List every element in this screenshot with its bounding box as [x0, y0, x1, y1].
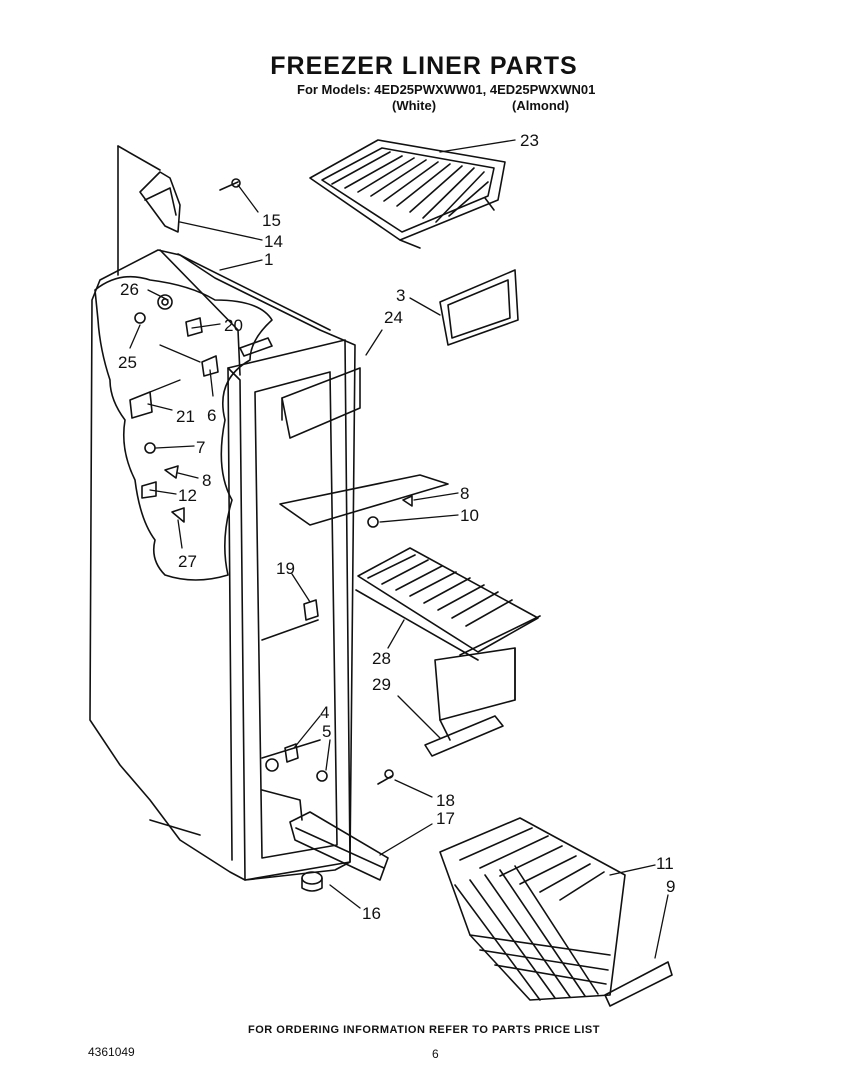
callout-6: 6: [207, 406, 216, 425]
freezer-liner-body: [89, 145, 516, 881]
basket-rail: [604, 961, 673, 1007]
callout-numbers: 23 15 14 1 26 20 25 3 24 21 6 7 8 12 27 …: [118, 131, 675, 923]
callout-12: 12: [178, 486, 197, 505]
shelf-rail: [424, 715, 504, 757]
callout-8: 8: [202, 471, 211, 490]
callout-8-right: 8: [460, 484, 469, 503]
callout-24: 24: [384, 308, 403, 327]
callout-14: 14: [264, 232, 283, 251]
callout-16: 16: [362, 904, 381, 923]
variant-almond: (Almond): [512, 98, 570, 113]
wire-basket: [439, 817, 626, 1001]
callout-18: 18: [436, 791, 455, 810]
callout-4: 4: [320, 703, 329, 722]
ordering-note: FOR ORDERING INFORMATION REFER TO PARTS …: [248, 1024, 600, 1036]
wire-shelf: [355, 547, 541, 661]
callout-29: 29: [372, 675, 391, 694]
callout-28: 28: [372, 649, 391, 668]
bracket-assembly: [139, 171, 241, 233]
callout-20: 20: [224, 316, 243, 335]
top-shelf-grille: [309, 139, 506, 249]
callout-23: 23: [520, 131, 539, 150]
callout-3: 3: [396, 286, 405, 305]
callout-11: 11: [656, 854, 674, 873]
frame-part-3: [439, 269, 519, 346]
trim-strip: [289, 769, 394, 881]
callout-5: 5: [322, 722, 331, 741]
foot-part-16: [301, 871, 323, 892]
callout-1: 1: [264, 250, 273, 269]
callout-7: 7: [196, 438, 205, 457]
callout-17: 17: [436, 809, 455, 828]
callout-15: 15: [262, 211, 281, 230]
document-number: 4361049: [88, 1045, 135, 1059]
page-number: 6: [432, 1047, 439, 1061]
callout-25: 25: [118, 353, 137, 372]
page-title: FREEZER LINER PARTS: [270, 52, 578, 80]
callout-9: 9: [666, 877, 675, 896]
callout-27: 27: [178, 552, 197, 571]
leader-lines: [129, 139, 669, 959]
callout-19: 19: [276, 559, 295, 578]
callout-10: 10: [460, 506, 479, 525]
deflector-part-24: [281, 367, 361, 439]
models-line: For Models: 4ED25PWXWW01, 4ED25PWXWN01: [297, 82, 596, 97]
variant-white: (White): [392, 98, 437, 113]
small-hardware: [129, 294, 413, 782]
callout-21: 21: [176, 407, 195, 426]
callout-26: 26: [120, 280, 139, 299]
